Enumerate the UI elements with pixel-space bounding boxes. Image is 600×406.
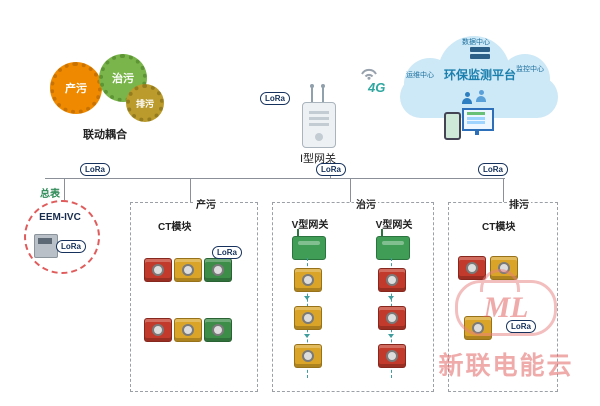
connector-zone-treat <box>350 178 351 202</box>
ct-module <box>490 256 518 280</box>
bus-lora-left-badge: LoRa <box>80 163 110 176</box>
zone-discharge-lora-badge: LoRa <box>506 320 536 333</box>
ct-module <box>204 258 232 282</box>
phone-icon <box>444 112 461 140</box>
arrow-down-icon <box>388 334 394 338</box>
ct-module <box>174 318 202 342</box>
v-gateway-label: V型网关 <box>291 220 329 231</box>
ct-module <box>378 344 406 368</box>
cloud-sublabel-monitor: 监控中心 <box>516 66 544 73</box>
v-gateway-icon <box>376 229 410 260</box>
lora-bus-line <box>45 178 505 179</box>
zone-produce-label: 产污 <box>194 196 218 211</box>
ct-module <box>294 268 322 292</box>
antenna-icon <box>310 84 314 103</box>
user-icon <box>476 90 486 102</box>
cloud-sublabel-ops: 运维中心 <box>406 72 434 79</box>
gear-treat-label: 治污 <box>112 73 134 85</box>
antenna-icon <box>321 84 325 103</box>
ct-module <box>174 258 202 282</box>
gear-treat-icon: 治污 <box>99 54 147 102</box>
bus-lora-center-badge: LoRa <box>316 163 346 176</box>
ct-module <box>144 258 172 282</box>
gear-produce-label: 产污 <box>65 83 87 95</box>
gear-discharge-label: 排污 <box>135 98 154 109</box>
connector-meter <box>64 178 65 200</box>
meter-caption: 总表 <box>38 185 62 200</box>
zone-discharge-module-label: CT模块 <box>480 218 518 233</box>
server-icon <box>470 47 490 61</box>
ct-module <box>378 306 406 330</box>
ct-module <box>204 318 232 342</box>
gear-discharge-icon: 排污 <box>126 84 164 122</box>
zone-discharge-box <box>448 202 558 392</box>
arrow-down-icon <box>304 296 310 300</box>
zone-treat-box <box>272 202 434 392</box>
v-gateway-label: V型网关 <box>375 220 413 231</box>
gateway-router-icon <box>302 102 336 148</box>
cloud-sublabel-datacenter: 数据中心 <box>462 39 490 46</box>
uplink-4g-label: 4G <box>368 80 386 95</box>
zone-discharge-label: 排污 <box>507 196 531 211</box>
connector-zone-produce <box>190 178 191 202</box>
monitor-icon <box>462 108 494 135</box>
connector-zone-discharge <box>503 178 504 202</box>
arrow-down-icon <box>304 334 310 338</box>
zone-produce-module-label: CT模块 <box>156 218 194 233</box>
cloud-icon: 数据中心 运维中心 监控中心 环保监测平台 <box>398 34 562 120</box>
meter-device-label: EEM-IVC <box>39 212 81 223</box>
meter-device-icon <box>34 234 58 258</box>
zone-produce-lora-badge: LoRa <box>212 246 242 259</box>
gateway-label: I型网关 <box>299 153 337 165</box>
ct-module <box>144 318 172 342</box>
ct-module <box>294 344 322 368</box>
meter-lora-badge: LoRa <box>56 240 86 253</box>
v-gateway-icon <box>292 229 326 260</box>
ct-module <box>464 316 492 340</box>
gear-caption: 联动耦合 <box>83 129 127 141</box>
zone-produce-box <box>130 202 258 392</box>
user-icon <box>462 92 472 104</box>
meter-boundary <box>24 200 100 274</box>
arrow-down-icon <box>388 296 394 300</box>
bus-lora-right-badge: LoRa <box>478 163 508 176</box>
cloud-platform-label: 环保监测平台 <box>443 68 516 82</box>
ct-module <box>458 256 486 280</box>
gear-produce-icon: 产污 <box>50 62 102 114</box>
gateway-lora-badge: LoRa <box>260 92 290 105</box>
zone-treat-label: 治污 <box>354 196 378 211</box>
ct-module <box>294 306 322 330</box>
signal-icon <box>361 68 377 80</box>
ct-module <box>378 268 406 292</box>
